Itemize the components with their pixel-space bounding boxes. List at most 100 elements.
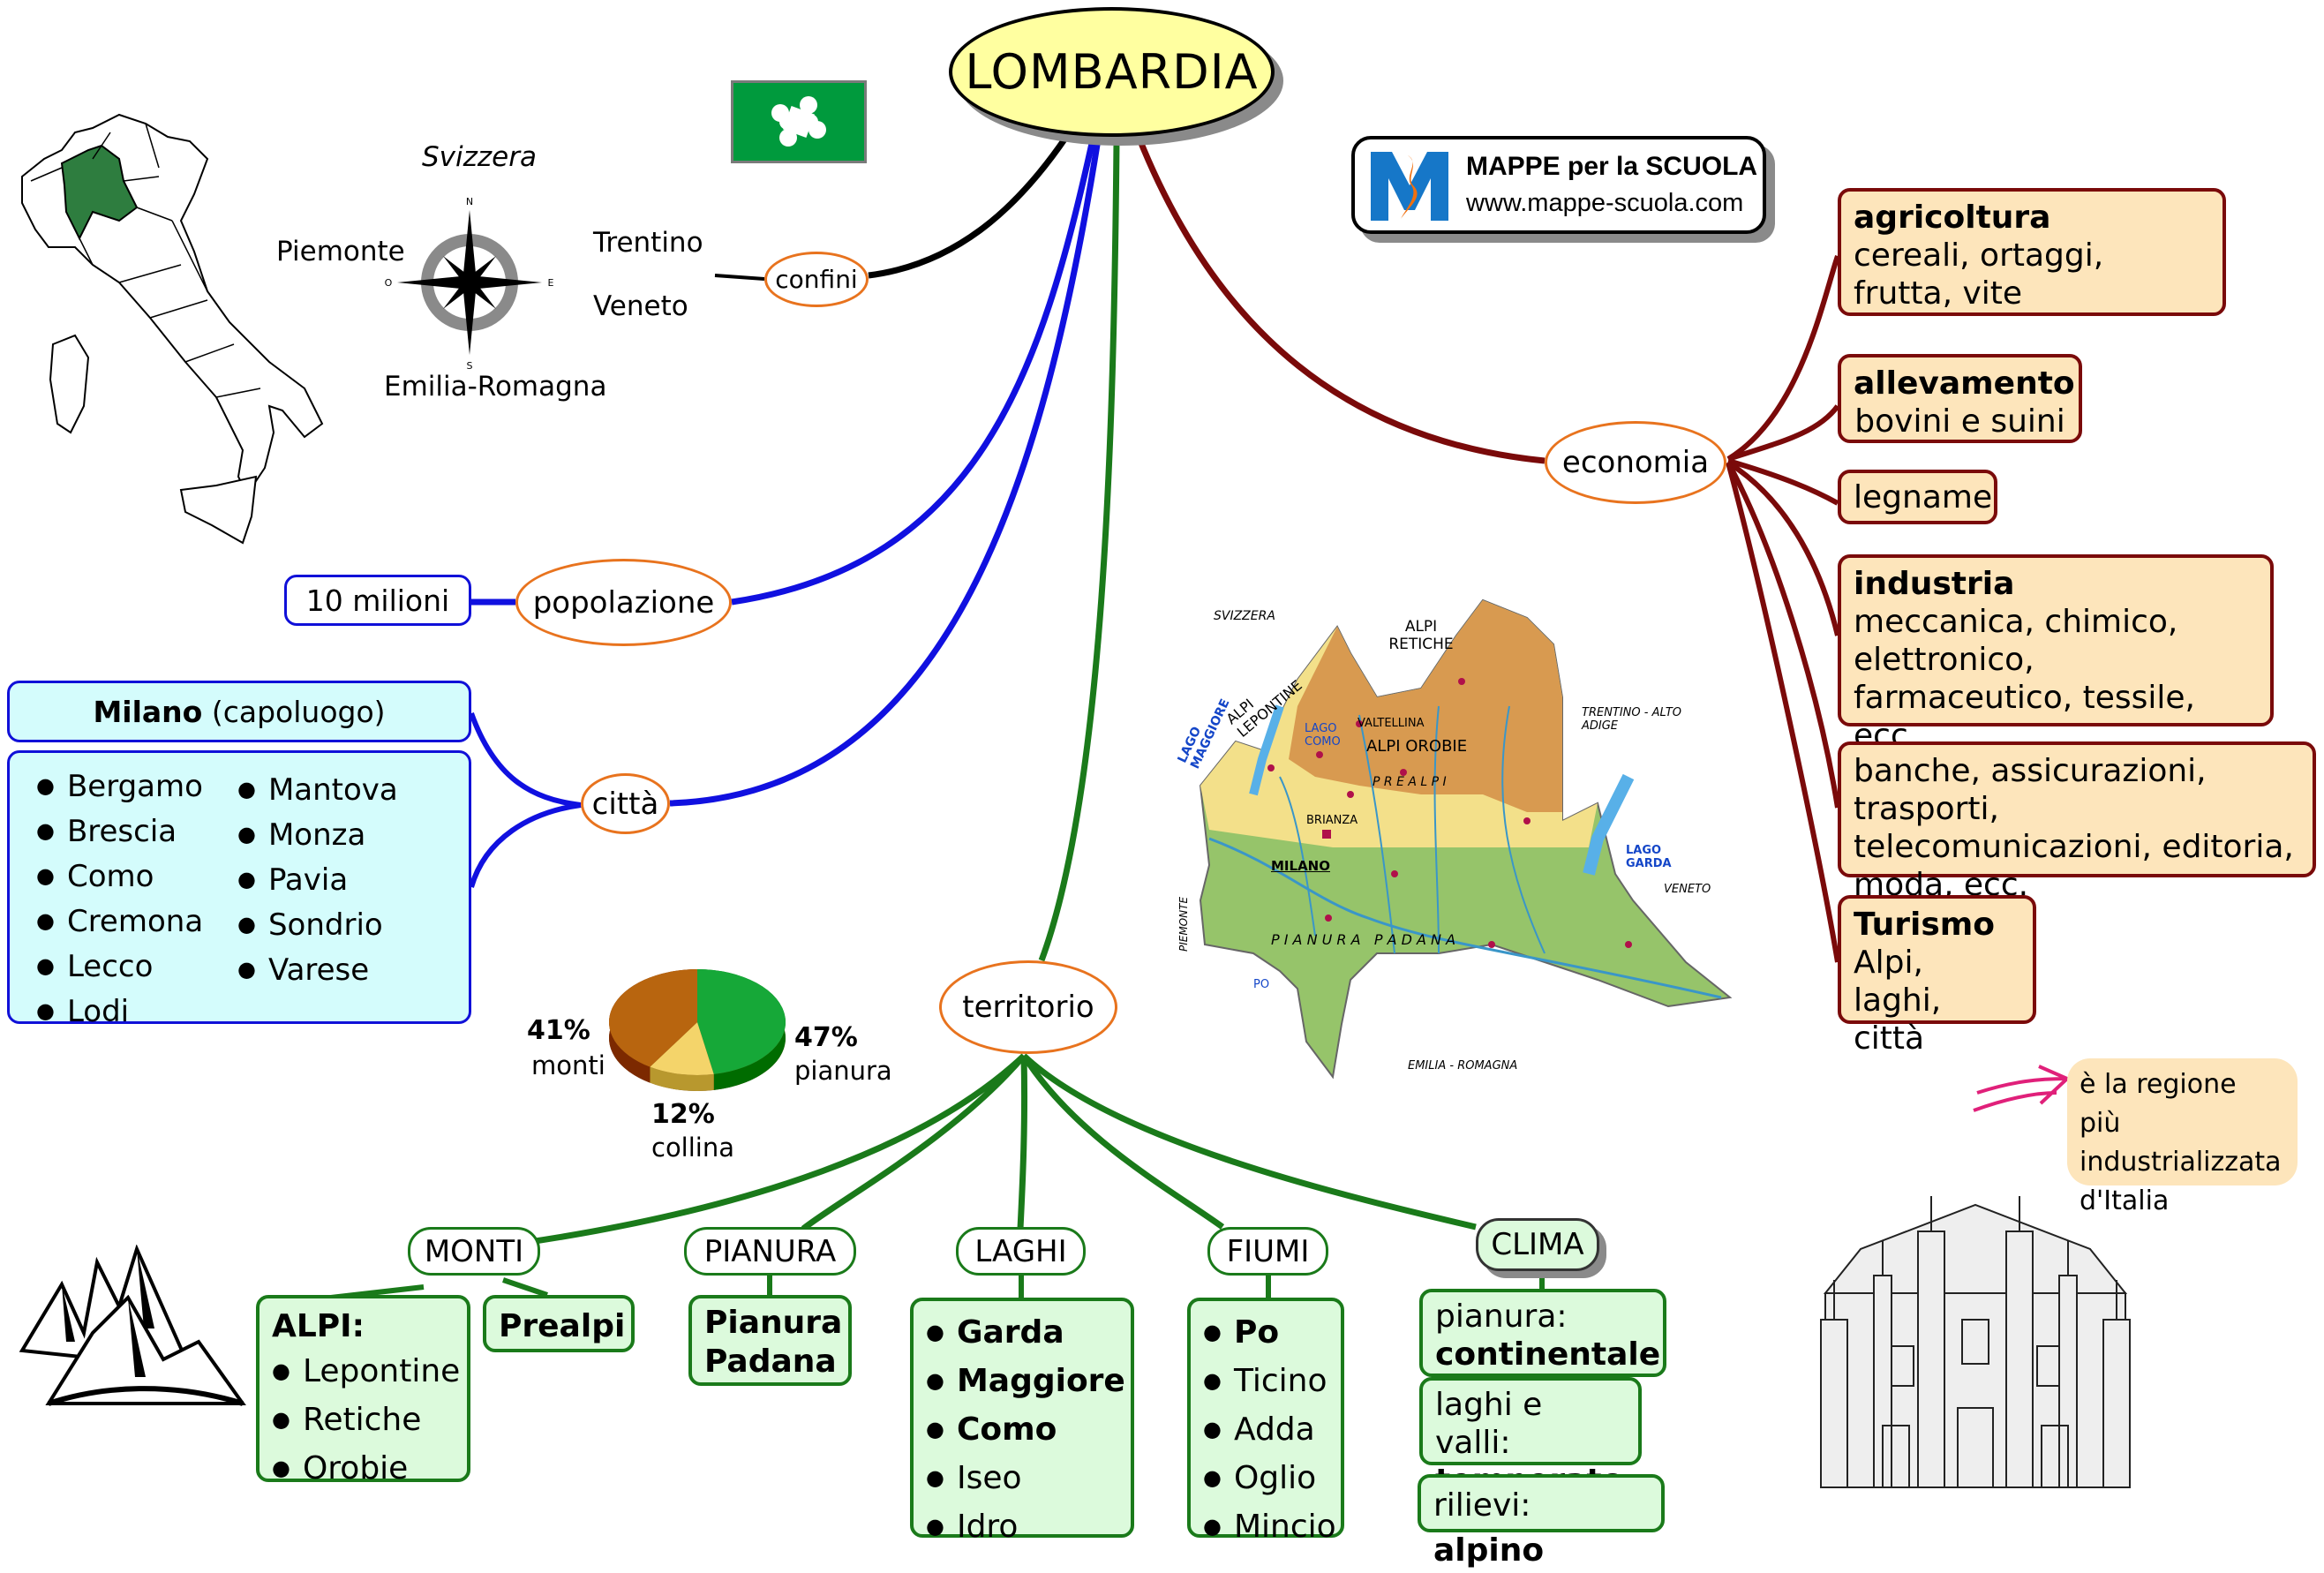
city-item: Cremona [36, 900, 203, 945]
category-pianura[interactable]: PIANURA [684, 1227, 856, 1276]
lake-item: Garda [926, 1310, 1118, 1358]
link-monti [523, 1053, 1027, 1246]
category-laghi-label: LAGHI [974, 1233, 1067, 1269]
logo-badge[interactable]: MAPPE per la SCUOLA www.mappe-scuola.com [1351, 136, 1766, 234]
pianura-line: Pianura [704, 1305, 843, 1341]
root-title: LOMBARDIA [965, 44, 1259, 100]
capital-note: (capoluogo) [211, 694, 386, 729]
cities-box: Bergamo Brescia Como Cremona Lecco Lodi … [7, 750, 471, 1029]
map-label-veneto: VENETO [1664, 883, 1711, 896]
clima-value: alpino [1433, 1532, 1545, 1569]
category-pianura-label: PIANURA [703, 1233, 837, 1269]
city-item: Brescia [36, 810, 203, 855]
econ-text: legname [1854, 479, 1993, 516]
map-label-lago-garda: LAGO GARDA [1626, 844, 1672, 870]
fiumi-box: Po Ticino Adda Oglio Mincio [1187, 1298, 1344, 1545]
map-label-brianza: BRIANZA [1306, 814, 1358, 827]
capital-name: Milano [93, 694, 203, 729]
monti-prealpi-box: Prealpi [483, 1295, 635, 1352]
city-item: Lecco [36, 945, 203, 990]
category-clima[interactable]: CLIMA [1476, 1218, 1599, 1271]
cities-list-1: Bergamo Brescia Como Cremona Lecco Lodi [36, 765, 203, 1035]
econ-text: banche, assicurazioni, trasporti, teleco… [1854, 753, 2294, 903]
link-economia [1135, 135, 1546, 464]
link-popolazione [731, 139, 1096, 606]
industrial-note: è la regione più industrializzata d'Ital… [2067, 1058, 2298, 1216]
link-confini [868, 135, 1069, 279]
city-item: Bergamo [36, 765, 203, 810]
border-west: Piemonte [276, 236, 405, 267]
node-popolazione[interactable]: popolazione [515, 559, 732, 646]
river-item: Po [1203, 1310, 1328, 1358]
clima-laghi-box: laghi e valli: temperato [1419, 1377, 1642, 1499]
city-item: Lodi [36, 990, 203, 1035]
city-item: Sondrio [237, 904, 398, 949]
node-territorio[interactable]: territorio [939, 960, 1117, 1054]
category-laghi[interactable]: LAGHI [956, 1227, 1086, 1276]
lake-item: Idro [926, 1504, 1118, 1553]
link-econ-allevamento [1727, 404, 1840, 462]
link-econ-agricoltura [1726, 255, 1840, 462]
pianura-box: Pianura Padana [688, 1295, 852, 1386]
econ-text: bovini e suini [1854, 403, 2065, 440]
compass-s: S [467, 360, 473, 371]
link-citta-list [469, 802, 582, 888]
alpi-item: Orobie [272, 1446, 455, 1494]
city-item: Monza [237, 814, 398, 859]
map-label-alpi-orobie: ALPI OROBIE [1366, 737, 1468, 756]
river-item: Adda [1203, 1407, 1328, 1456]
physical-map: SVIZZERA ALPI RETICHE ALPI LEPONTINE LAG… [1174, 583, 1739, 1095]
node-economia[interactable]: economia [1545, 421, 1726, 504]
lombardy-relief-map [1199, 598, 1733, 1080]
territory-pie-chart [608, 969, 786, 1091]
link-monti-prealpi [502, 1277, 548, 1298]
category-fiumi[interactable]: FIUMI [1207, 1227, 1328, 1276]
root-node[interactable]: LOMBARDIA [949, 7, 1275, 137]
border-east-1: Trentino [593, 227, 703, 259]
clima-prefix: laghi e valli: [1435, 1387, 1543, 1461]
map-label-po: PO [1253, 978, 1270, 991]
alpi-list: Lepontine Retiche Orobie [272, 1349, 460, 1494]
lake-item: Iseo [926, 1456, 1118, 1504]
pie-slice-monti [608, 969, 697, 1067]
econ-servizi: banche, assicurazioni, trasporti, teleco… [1838, 741, 2316, 903]
econ-turismo: Turismo Alpi, laghi, città [1838, 895, 2036, 1057]
popolazione-value-box: 10 milioni [284, 575, 471, 626]
city-item: Como [36, 855, 203, 900]
map-label-valtellina: VALTELLINA [1358, 717, 1425, 730]
compass-rose-icon: N S E O [385, 196, 554, 371]
econ-title: industria [1854, 566, 2015, 602]
city-item: Mantova [237, 769, 398, 814]
link-citta-milano [469, 711, 582, 808]
rosa-camuna-icon [771, 96, 826, 147]
node-citta[interactable]: città [581, 773, 670, 834]
link-laghi [1017, 1055, 1028, 1230]
logo-url[interactable]: www.mappe-scuola.com [1466, 189, 1744, 217]
link-fiumi [1021, 1054, 1225, 1230]
node-citta-label: città [591, 786, 659, 822]
logo-brand: MAPPE per la SCUOLA [1466, 152, 1758, 181]
border-north: Svizzera [422, 141, 537, 173]
econ-text: cereali, ortaggi, frutta, vite [1854, 237, 2104, 312]
category-fiumi-label: FIUMI [1226, 1233, 1310, 1269]
link-econ-legname [1727, 458, 1839, 506]
pie-slice-collina [650, 1022, 714, 1075]
pie-slice-pianura [697, 969, 786, 1074]
mappe-logo-icon [1371, 152, 1448, 221]
econ-allevamento: allevamento bovini e suini [1838, 354, 2082, 443]
lake-item: Como [926, 1407, 1118, 1456]
link-confini-compass [714, 274, 765, 281]
node-confini[interactable]: confini [764, 252, 869, 307]
clima-prefix: pianura: [1435, 1298, 1568, 1335]
prealpi-label: Prealpi [499, 1308, 626, 1344]
map-label-trentino: TRENTINO - ALTO ADIGE [1582, 706, 1682, 733]
laghi-list: Garda Maggiore Como Iseo Idro [926, 1310, 1125, 1553]
category-monti[interactable]: MONTI [408, 1227, 540, 1276]
monti-alpi-box: ALPI: Lepontine Retiche Orobie [256, 1295, 470, 1486]
pie-label-pianura: pianura [794, 1056, 892, 1086]
pie-side-collina [650, 1066, 714, 1091]
river-item: Ticino [1203, 1358, 1328, 1407]
node-popolazione-label: popolazione [532, 584, 715, 621]
link-citta [669, 139, 1102, 807]
map-label-prealpi: P R E A L P I [1373, 775, 1447, 789]
